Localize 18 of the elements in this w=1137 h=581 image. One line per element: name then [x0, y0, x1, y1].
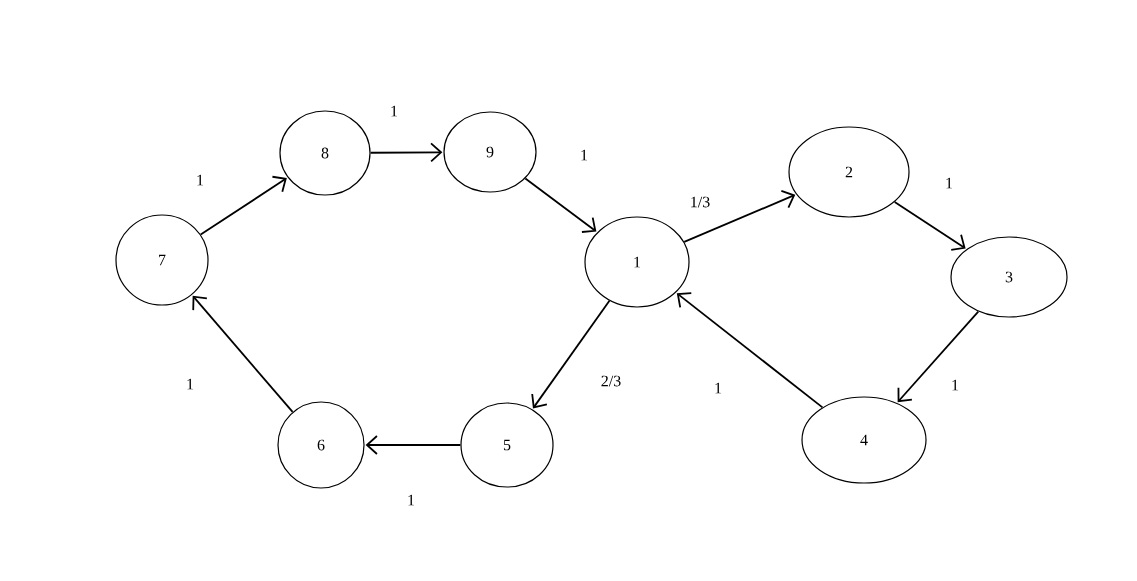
edge-label: 1	[579, 148, 589, 162]
edge-label: 1	[406, 493, 416, 507]
arrow	[531, 299, 611, 409]
arrow	[893, 201, 966, 251]
edge-label: 1	[713, 381, 723, 395]
edge-label: 1	[389, 104, 399, 118]
arrow	[897, 310, 980, 403]
edge-label: 1	[950, 378, 960, 392]
arrow	[524, 177, 597, 233]
arrow	[676, 292, 824, 409]
arrow	[683, 190, 796, 243]
arrow	[365, 435, 462, 455]
edge-label: 1	[195, 173, 205, 187]
arrow	[199, 175, 287, 236]
arrow	[192, 295, 294, 413]
edge-label: 1	[944, 176, 954, 190]
edge-label: 1	[185, 377, 195, 391]
arrow	[369, 142, 443, 163]
